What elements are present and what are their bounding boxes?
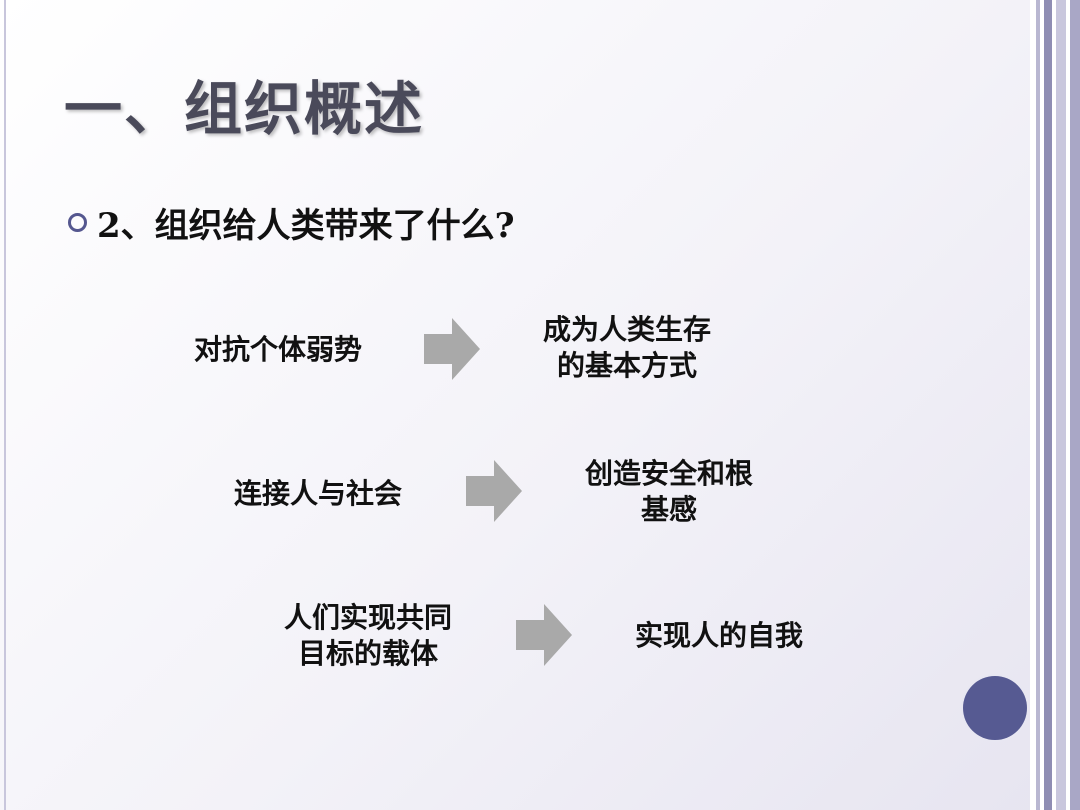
right-arrow-icon xyxy=(466,460,522,522)
right-arrow-icon xyxy=(516,604,572,666)
left-border-line xyxy=(4,0,6,810)
decorative-circle xyxy=(963,676,1027,740)
row2-right-text: 创造安全和根基感 xyxy=(584,457,753,526)
row2-left-text: 连接人与社会 xyxy=(233,477,402,510)
row1-right-text: 成为人类生存的基本方式 xyxy=(542,313,711,382)
right-arrow-icon xyxy=(424,318,480,380)
row3-left-text: 人们实现共同目标的载体 xyxy=(283,601,452,670)
bullet-item: 2、组织给人类带来了什么? xyxy=(68,198,515,247)
slide-title: 一、组织概述 xyxy=(64,75,425,143)
ring-bullet-icon xyxy=(68,213,87,232)
right-border-stripes xyxy=(1030,0,1080,810)
bullet-text: 2、组织给人类带来了什么? xyxy=(97,206,515,246)
row1-left-text: 对抗个体弱势 xyxy=(193,333,362,366)
row3-right-text: 实现人的自我 xyxy=(634,619,803,652)
